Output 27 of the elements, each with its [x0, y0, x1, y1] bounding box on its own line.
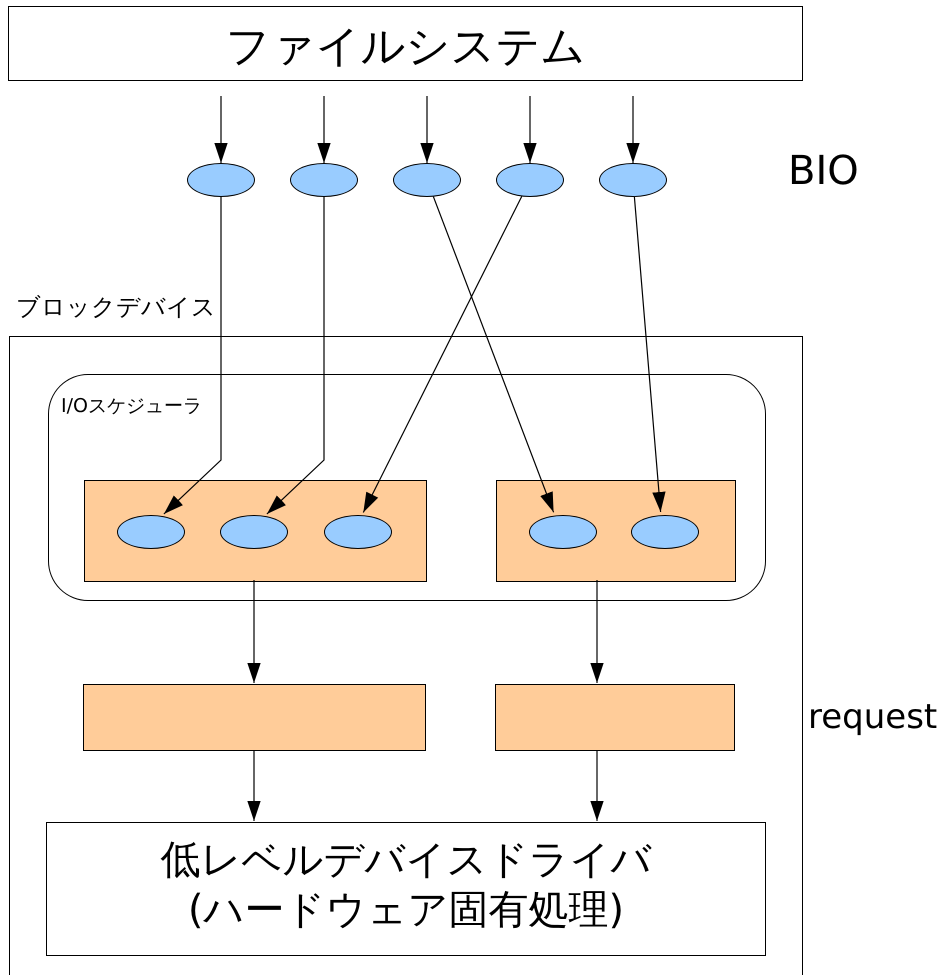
arrow [626, 96, 640, 163]
arrow [634, 196, 666, 512]
arrow [247, 580, 261, 683]
side-label: request [808, 697, 938, 737]
filesystem-box [8, 6, 803, 81]
heading: ブロックデバイス [16, 292, 216, 323]
arrow [214, 96, 228, 163]
arrow [163, 197, 222, 514]
arrow [420, 96, 434, 163]
queue-box [83, 684, 426, 751]
arrow [590, 750, 604, 821]
box-title: ファイルシステム [224, 20, 586, 74]
queue-box [495, 684, 735, 751]
queue-box [84, 480, 427, 582]
scheduler-box [48, 374, 766, 601]
arrow [432, 196, 554, 513]
arrow [266, 197, 325, 514]
arrow [590, 580, 604, 683]
queue-box [496, 480, 736, 582]
box-text: 低レベルデバイスドライバ(ハードウェア固有処理) [160, 836, 652, 935]
arrow [362, 196, 522, 513]
arrow [247, 750, 261, 821]
heading: I/Oスケジューラ [61, 394, 202, 419]
side-label: BIO [788, 148, 859, 194]
arrow [317, 96, 331, 163]
driver-box [46, 822, 766, 956]
arrow [523, 96, 537, 163]
